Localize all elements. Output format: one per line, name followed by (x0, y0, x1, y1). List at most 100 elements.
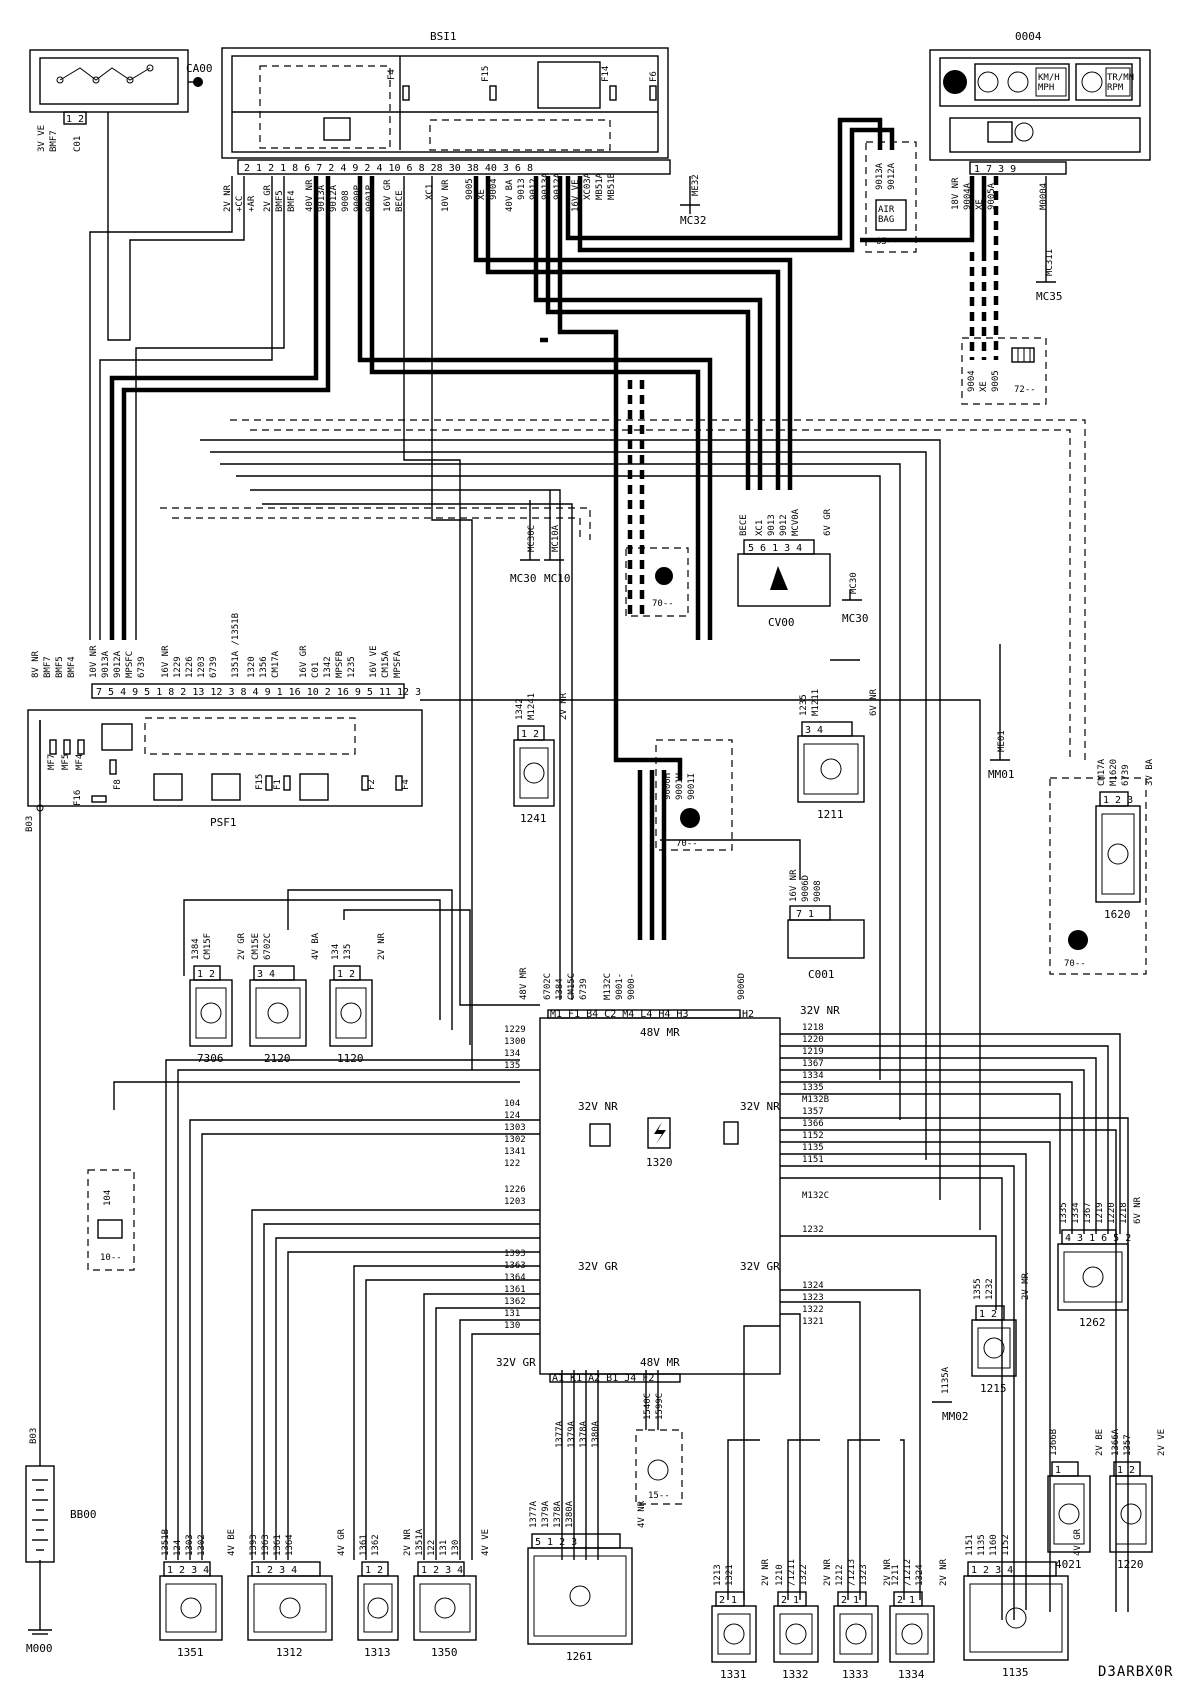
psf-code: PSF1 (210, 816, 237, 829)
svg-text:XE: XE (975, 199, 985, 210)
wire-label: 1361 (273, 1534, 283, 1556)
svg-text:1393: 1393 (504, 1249, 526, 1259)
connector-70-b[interactable]: 70-- 9000H 9001H 9001I (655, 739, 733, 851)
wire-label: /1213 (847, 1559, 857, 1586)
cv00-module[interactable]: 5 6 1 3 4 BECE XC1 9013 9012 MCV0A 6V GR… (737, 508, 833, 629)
svg-text:BECE: BECE (739, 514, 749, 536)
svg-text:9001I: 9001I (687, 773, 697, 800)
wire-label: 1211 (891, 1564, 901, 1586)
svg-text:1321: 1321 (802, 1317, 824, 1327)
svg-text:1135A: 1135A (941, 1366, 951, 1394)
svg-text:9006D: 9006D (737, 973, 747, 1000)
svg-text:1378A: 1378A (579, 1420, 589, 1448)
svg-text:C01: C01 (73, 136, 83, 152)
svg-text:BMF7: BMF7 (43, 656, 53, 678)
wire-label: 1366A (1111, 1428, 1121, 1456)
svg-text:1152: 1152 (802, 1131, 824, 1141)
svg-text:9006D: 9006D (801, 875, 811, 902)
connector-type: 4V BA (311, 932, 321, 960)
pins: 4 3 1 6 5 2 (1065, 1233, 1131, 1244)
pins: 2 1 (781, 1595, 799, 1606)
bsi-fuse-f6: F6 (649, 71, 659, 82)
wire-label: M1620 (1109, 759, 1119, 786)
bsi-module[interactable]: BSI1 F4 F15 F14 F6 2 1 2 1 8 6 7 2 4 9 2… (221, 30, 671, 175)
component-code: 1351 (177, 1646, 204, 1659)
svg-text:18V NR: 18V NR (951, 177, 961, 210)
c001-connector[interactable]: 7 1 16V NR 9006D 9008 C001 (787, 869, 865, 981)
svg-text:135: 135 (504, 1061, 520, 1071)
svg-text:10V NR: 10V NR (89, 645, 99, 678)
connector-70-a[interactable]: 70-- (625, 547, 689, 617)
wire-label: 135 (343, 944, 353, 960)
svg-text:1320: 1320 (646, 1156, 673, 1169)
ecu-right-labels: 1218 1220 1219 1367 1334 1335 M132B 1357… (802, 1023, 829, 1327)
wire-label: 1219 (1095, 1202, 1105, 1224)
pins: 1 2 3 4 (255, 1565, 297, 1576)
pins: 1 2 3 4 (421, 1565, 463, 1576)
svg-text:1356: 1356 (259, 656, 269, 678)
connector-type: 2V MR (1021, 1272, 1031, 1300)
pins: 2 1 (719, 1595, 737, 1606)
connector-70-c[interactable]: 70-- (1049, 777, 1147, 975)
ecu-1320[interactable]: M1 F1 B4 C2 M4 L4 H4 H3 H2 48V MR 32V NR… (496, 967, 840, 1448)
connector-type: 2V NR (823, 1558, 833, 1586)
svg-text:1232: 1232 (802, 1225, 824, 1235)
svg-text:8V NR: 8V NR (31, 650, 41, 678)
svg-text:7 1: 7 1 (796, 909, 814, 920)
svg-text:32V GR: 32V GR (496, 1356, 536, 1369)
svg-text:1203: 1203 (504, 1197, 526, 1207)
svg-text:1135: 1135 (802, 1143, 824, 1153)
wire-label: 1151 (965, 1534, 975, 1556)
svg-text:A1 K1 A2 B1 J4 F2: A1 K1 A2 B1 J4 F2 (552, 1373, 654, 1384)
svg-text:1334: 1334 (802, 1071, 824, 1081)
svg-text:C01: C01 (311, 662, 321, 678)
svg-text:BMF5: BMF5 (55, 656, 65, 678)
node-b03-top-label: B03 (25, 816, 35, 832)
pins: 2 1 (841, 1595, 859, 1606)
connector-10[interactable]: 104 10-- (87, 1169, 135, 1271)
svg-text:5 6 1 3 4: 5 6 1 3 4 (748, 543, 802, 554)
wire-label: 1322 (799, 1564, 809, 1586)
pins: 1 2 (365, 1565, 383, 1576)
ignition-switch[interactable]: CA00 1 2 3V VE BMF7 C01 (29, 49, 213, 152)
svg-text:1229: 1229 (504, 1025, 526, 1035)
connector-15[interactable]: 15-- 1540C 1599C (635, 1393, 683, 1505)
wire-label: 1380A (565, 1500, 575, 1528)
connector-type: 2V VE (1157, 1429, 1167, 1456)
diagnostic-connector[interactable]: 72-- 9004 XE 9005 (961, 337, 1047, 405)
svg-text:15--: 15-- (648, 1491, 670, 1501)
wire-label: 1355 (973, 1278, 983, 1300)
svg-text:1377A: 1377A (555, 1420, 565, 1448)
pins: 1 2 (979, 1309, 997, 1320)
svg-text:1361: 1361 (504, 1285, 526, 1295)
svg-text:1302: 1302 (504, 1135, 526, 1145)
psf-fuse-box[interactable]: 7 5 4 9 5 1 8 2 13 12 3 8 4 9 1 16 10 2 … (27, 683, 423, 829)
wire-label: 1210 (775, 1564, 785, 1586)
svg-text:MC10: MC10 (544, 572, 571, 585)
connector-type: 4V GR (1073, 1528, 1083, 1556)
svg-text:1599C: 1599C (655, 1393, 665, 1420)
svg-text:BMF4: BMF4 (67, 656, 77, 678)
